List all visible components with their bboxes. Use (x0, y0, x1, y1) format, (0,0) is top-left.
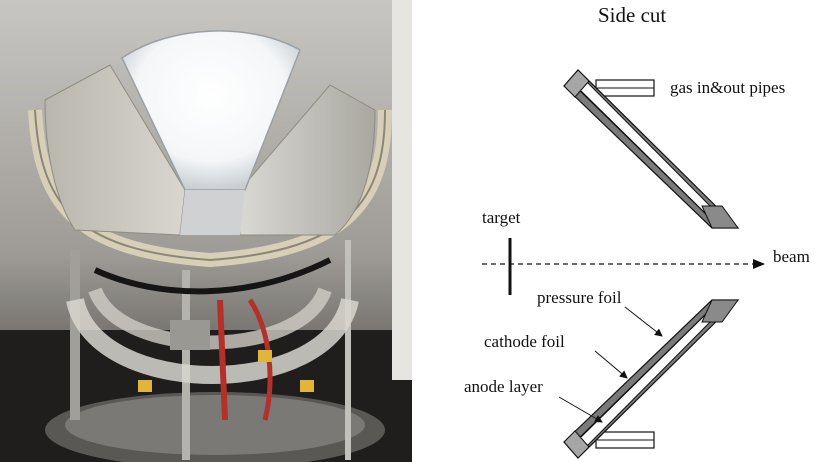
label-beam: beam (773, 247, 810, 266)
detector-photo (0, 0, 412, 462)
lower-detector (563, 299, 740, 459)
leader-cathode-foil (594, 350, 628, 379)
side-cut-diagram: Side cut gas in&out pipes target beam pr… (464, 3, 810, 459)
leader-pressure-foil (624, 306, 663, 337)
upper-detector (563, 69, 740, 229)
diagram-title: Side cut (598, 3, 666, 27)
label-cathode-foil: cathode foil (484, 332, 565, 351)
label-anode-layer: anode layer (464, 377, 543, 396)
label-gas-pipes: gas in&out pipes (670, 78, 785, 97)
label-target: target (482, 208, 521, 227)
leader-anode-layer (558, 396, 603, 423)
label-pressure-foil: pressure foil (537, 288, 622, 307)
